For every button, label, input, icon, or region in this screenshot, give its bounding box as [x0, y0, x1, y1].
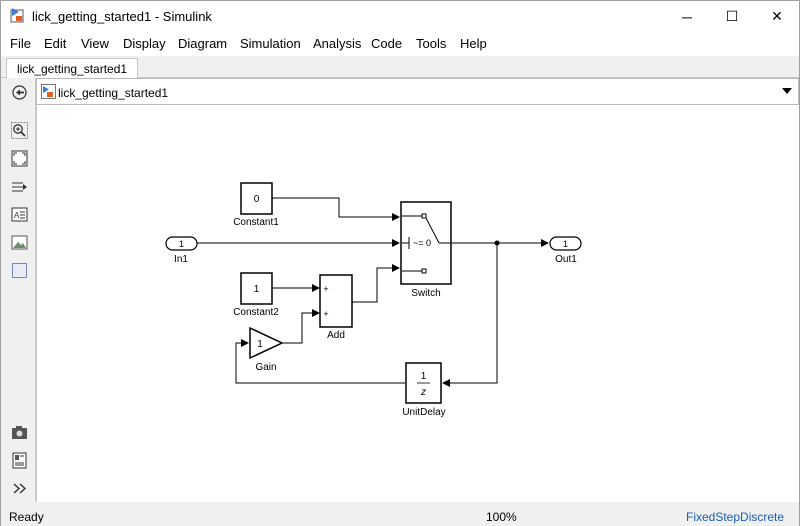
solver-link[interactable]: FixedStepDiscrete	[686, 510, 785, 524]
signal-routing-icon[interactable]	[11, 178, 28, 195]
svg-text:z: z	[420, 387, 426, 398]
chevron-down-icon[interactable]	[782, 88, 792, 94]
close-icon: ✕	[771, 8, 783, 24]
maximize-icon: ☐	[725, 8, 739, 24]
constant1-block[interactable]: 0 Constant1	[233, 182, 279, 228]
svg-text:1: 1	[421, 371, 427, 382]
add-label: Add	[327, 330, 345, 341]
model-path: lick_getting_started1	[58, 86, 169, 100]
minimize-button[interactable]: ─	[664, 1, 710, 32]
close-button[interactable]: ✕	[754, 1, 800, 32]
menu-diagram[interactable]: Diagram	[178, 36, 228, 51]
in1-port[interactable]: 1 In1	[165, 236, 198, 265]
tab-model[interactable]: lick_getting_started1	[6, 58, 139, 79]
svg-text:1: 1	[179, 239, 184, 249]
zoom-in-icon[interactable]	[11, 122, 28, 139]
svg-text:1: 1	[254, 284, 260, 295]
menu-bar: File Edit View Display Diagram Simulatio…	[1, 32, 799, 56]
add-block[interactable]: + + Add	[319, 274, 353, 341]
menu-display[interactable]: Display	[123, 36, 166, 51]
model-tab-strip: lick_getting_started1	[1, 56, 799, 79]
fit-view-icon[interactable]	[11, 150, 28, 167]
zoom-level: 100%	[486, 510, 517, 524]
in1-label: In1	[174, 254, 188, 265]
svg-text:~= 0: ~= 0	[413, 238, 431, 248]
branch-point	[494, 240, 500, 246]
title-bar: lick_getting_started1 - Simulink ─ ☐ ✕	[1, 1, 799, 32]
signal-gain-to-add	[282, 309, 320, 344]
maximize-button[interactable]: ☐	[709, 1, 755, 32]
unitdelay-block[interactable]: 1 z UnitDelay	[402, 362, 446, 418]
svg-text:0: 0	[254, 194, 260, 205]
window-title: lick_getting_started1 - Simulink	[32, 9, 212, 24]
constant1-label: Constant1	[233, 217, 279, 228]
constant2-label: Constant2	[233, 307, 279, 318]
status-text: Ready	[9, 510, 44, 524]
menu-file[interactable]: File	[10, 36, 31, 51]
gain-label: Gain	[255, 362, 276, 373]
area-icon[interactable]	[11, 262, 28, 279]
menu-view[interactable]: View	[81, 36, 109, 51]
simulink-app-icon	[10, 8, 24, 23]
menu-edit[interactable]: Edit	[44, 36, 67, 51]
signal-add-to-switch	[352, 264, 400, 303]
svg-text:A: A	[14, 211, 20, 220]
menu-analysis[interactable]: Analysis	[313, 36, 362, 51]
signal-branch-to-unitdelay	[442, 243, 498, 387]
svg-text:+: +	[323, 309, 328, 319]
switch-label: Switch	[411, 288, 440, 299]
gain-block[interactable]: 1 Gain	[249, 326, 284, 373]
menu-tools[interactable]: Tools	[416, 36, 447, 51]
minimize-icon: ─	[682, 8, 692, 25]
image-icon[interactable]	[11, 234, 28, 251]
switch-block[interactable]: ~= 0 Switch	[400, 201, 452, 299]
signal-unitdelay-to-gain	[235, 339, 405, 384]
model-icon	[41, 84, 56, 99]
unitdelay-label: UnitDelay	[402, 407, 445, 418]
diagram-canvas[interactable]: 0 Constant1 1 In1 1 Constant2 + + Add	[36, 105, 799, 502]
back-icon[interactable]	[11, 84, 28, 101]
annotation-icon[interactable]: A	[11, 206, 28, 223]
status-bar: Ready 100% FixedStepDiscrete	[1, 506, 799, 526]
svg-text:1: 1	[257, 339, 263, 350]
menu-simulation[interactable]: Simulation	[240, 36, 301, 51]
out1-label: Out1	[555, 254, 577, 265]
svg-text:1: 1	[563, 239, 568, 249]
constant2-block[interactable]: 1 Constant2	[233, 272, 279, 318]
block-diagram: 0 Constant1 1 In1 1 Constant2 + + Add	[165, 182, 582, 418]
report-icon[interactable]	[11, 452, 28, 469]
menu-code[interactable]: Code	[371, 36, 403, 51]
svg-text:+: +	[323, 284, 328, 294]
model-browser-address-bar[interactable]: lick_getting_started1	[36, 78, 799, 105]
left-toolbar: A	[1, 78, 36, 501]
menu-help[interactable]: Help	[460, 36, 487, 51]
out1-port[interactable]: 1 Out1	[549, 236, 582, 265]
expand-icon[interactable]	[11, 480, 28, 497]
signal-constant1-to-switch	[272, 197, 400, 221]
screenshot-icon[interactable]	[11, 424, 28, 441]
